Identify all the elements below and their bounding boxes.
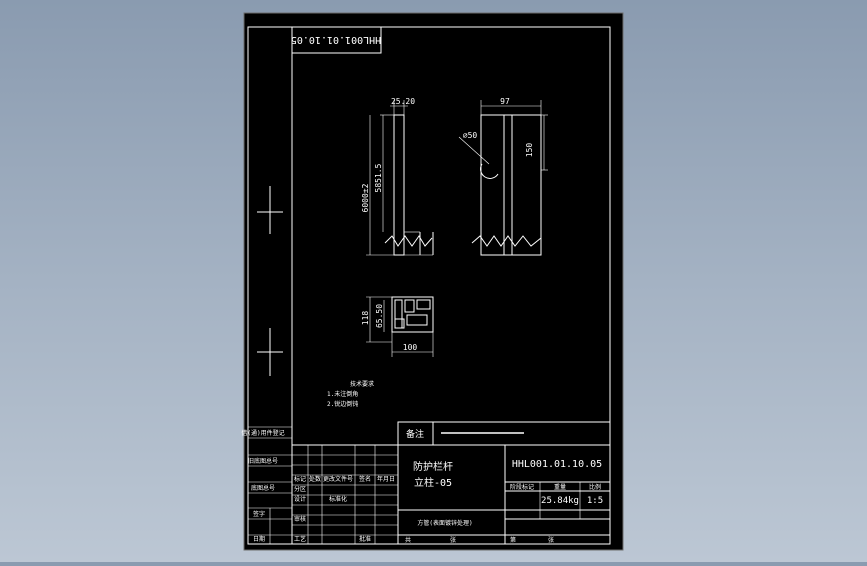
title-block: 备注 标记 处数 分区 更改文件号 签名 年月日 设计 标 xyxy=(291,421,611,545)
section-view: 118 65.50 100 xyxy=(361,296,434,357)
dim-section-total: 118 xyxy=(361,311,370,326)
sheet-label-3: 张 xyxy=(548,536,554,544)
left-label-0: 借(通)用件登记 xyxy=(241,429,284,437)
left-label-1: 旧底图总号 xyxy=(248,457,278,465)
dim-front-width: 97 xyxy=(500,97,510,106)
rotated-code-text: HHL001.01.10.05 xyxy=(291,34,381,45)
sheet-label-1: 张 xyxy=(450,536,456,544)
role-label-2: 审核 xyxy=(294,515,306,523)
role-label-1: 标准化 xyxy=(329,495,347,503)
part-name-line-1: 防护栏杆 xyxy=(413,460,453,473)
stage-label-0: 阶段标记 xyxy=(510,483,534,491)
role-label-0: 设计 xyxy=(294,495,306,503)
left-label-3: 签字 xyxy=(253,510,265,518)
row-label-2: 分区 xyxy=(294,485,306,493)
row-label-1: 处数 xyxy=(309,475,321,483)
row-label-3: 更改文件号 xyxy=(323,475,353,483)
remark-label: 备注 xyxy=(406,428,424,440)
part-name-line-2: 立柱-05 xyxy=(414,476,452,489)
rotated-code-box: HHL001.01.10.05 xyxy=(291,26,382,54)
row-label-5: 年月日 xyxy=(377,475,395,483)
role-label-4: 批准 xyxy=(359,535,371,543)
stage-label-2: 比例 xyxy=(589,483,601,491)
technical-notes: 技术要求 1.未注倒角 2.锐边倒钝 xyxy=(327,380,374,408)
drawing-sheet xyxy=(243,12,624,551)
dim-section-inner: 65.50 xyxy=(375,304,384,328)
alignment-cross-lower xyxy=(257,328,283,376)
notes-line-1: 1.未注倒角 xyxy=(327,390,358,398)
scale-value: 1:5 xyxy=(587,496,603,506)
material-text: 方管(表面镀锌处理) xyxy=(417,519,472,527)
drawing-code: HHL001.01.10.05 xyxy=(512,459,602,470)
dim-side-total: 6000±2 xyxy=(361,183,370,212)
notes-line-2: 2.锐边倒钝 xyxy=(327,400,358,408)
left-label-4: 日期 xyxy=(253,535,265,543)
row-label-0: 标记 xyxy=(294,475,306,483)
dim-side-top: 25.20 xyxy=(391,97,415,106)
dim-front-hole: ⌀50 xyxy=(463,131,478,140)
row-label-4: 签名 xyxy=(359,475,371,483)
role-label-3: 工艺 xyxy=(294,535,306,543)
notes-title: 技术要求 xyxy=(350,380,374,388)
sheet-label-2: 第 xyxy=(510,536,516,544)
left-label-2: 底图总号 xyxy=(251,484,275,492)
alignment-cross-upper xyxy=(257,186,283,234)
sheet-label-0: 共 xyxy=(405,536,411,544)
dim-section-width: 100 xyxy=(403,343,418,352)
dim-side-inner: 5851.5 xyxy=(374,163,383,192)
left-margin-registry: 借(通)用件登记 旧底图总号 底图总号 签字 日期 xyxy=(241,426,292,544)
dim-front-offset: 150 xyxy=(525,143,534,158)
front-view: ⌀50 97 150 xyxy=(458,97,548,256)
mass-value: 25.84kg xyxy=(541,496,579,506)
side-view: 25.20 5851.5 6000±2 xyxy=(361,97,434,256)
stage-label-1: 重量 xyxy=(554,483,566,491)
